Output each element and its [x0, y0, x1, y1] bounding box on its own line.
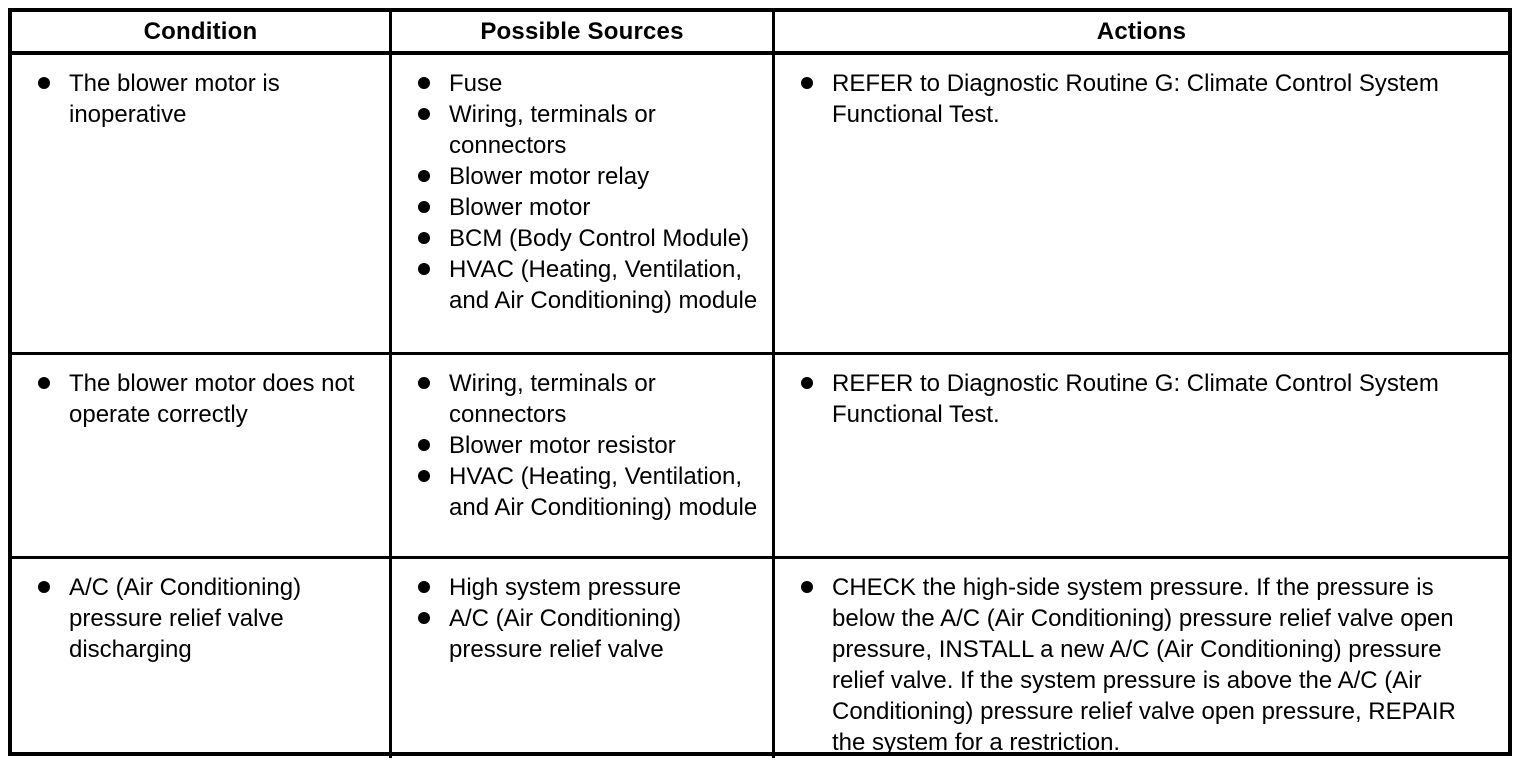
bullet-icon: [418, 263, 430, 275]
diagnostic-table: Condition Possible Sources Actions The b…: [8, 8, 1512, 758]
bullet-icon: [801, 581, 813, 593]
table-row: A/C (Air Conditioning) pressure relief v…: [12, 559, 1508, 758]
column-header-condition: Condition: [12, 12, 392, 51]
list-item-text: A/C (Air Conditioning) pressure relief v…: [69, 574, 302, 663]
bullet-icon: [801, 77, 813, 89]
column-header-actions: Actions: [1096, 17, 1187, 45]
column-header-possible-sources: Possible Sources: [392, 12, 775, 51]
list-item-text: A/C (Air Conditioning) pressure relief v…: [449, 605, 682, 663]
list-item-text: CHECK the high-side system pressure. If …: [832, 574, 1456, 756]
bullet-icon: [801, 377, 813, 389]
list-item-text: Wiring, terminals or connectors: [449, 101, 656, 159]
list-item: A/C (Air Conditioning) pressure relief v…: [38, 572, 389, 665]
list-item-text: Blower motor: [449, 194, 591, 221]
table-header-row: Condition Possible Sources Actions: [12, 12, 1508, 55]
list-item: HVAC (Heating, Ventilation, and Air Cond…: [418, 254, 772, 316]
list-item: REFER to Diagnostic Routine G: Climate C…: [801, 368, 1508, 430]
list-item-text: Fuse: [449, 70, 503, 97]
actions-cell: REFER to Diagnostic Routine G: Climate C…: [775, 55, 1508, 352]
bullet-icon: [418, 612, 430, 624]
list-item: High system pressure: [418, 572, 772, 603]
list-item: Wiring, terminals or connectors: [418, 99, 772, 161]
list-item: Blower motor: [418, 192, 772, 223]
list-item: Blower motor relay: [418, 161, 772, 192]
bullet-icon: [418, 108, 430, 120]
bullet-icon: [418, 439, 430, 451]
list-item-text: Blower motor relay: [449, 163, 650, 190]
actions-cell: CHECK the high-side system pressure. If …: [775, 559, 1508, 758]
bullet-icon: [38, 377, 50, 389]
list-item-text: BCM (Body Control Module): [449, 225, 750, 252]
sources-cell: High system pressure A/C (Air Conditioni…: [392, 559, 775, 758]
list-item-text: The blower motor does not operate correc…: [69, 370, 355, 428]
list-item: Blower motor resistor: [418, 430, 772, 461]
bullet-icon: [418, 201, 430, 213]
bullet-icon: [418, 232, 430, 244]
list-item-text: HVAC (Heating, Ventilation, and Air Cond…: [449, 463, 758, 521]
bullet-icon: [418, 470, 430, 482]
sources-cell: Wiring, terminals or connectors Blower m…: [392, 355, 775, 556]
list-item: A/C (Air Conditioning) pressure relief v…: [418, 603, 772, 665]
condition-cell: A/C (Air Conditioning) pressure relief v…: [12, 559, 392, 758]
list-item: Fuse: [418, 68, 772, 99]
list-item: HVAC (Heating, Ventilation, and Air Cond…: [418, 461, 772, 523]
table-row: The blower motor is inoperative Fuse Wir…: [12, 55, 1508, 355]
list-item-text: Blower motor resistor: [449, 432, 676, 459]
bullet-icon: [418, 77, 430, 89]
list-item-text: High system pressure: [449, 574, 682, 601]
list-item: CHECK the high-side system pressure. If …: [801, 572, 1508, 758]
bullet-icon: [418, 377, 430, 389]
bullet-icon: [38, 77, 50, 89]
sources-cell: Fuse Wiring, terminals or connectors Blo…: [392, 55, 775, 352]
list-item: The blower motor is inoperative: [38, 68, 389, 130]
table-row: The blower motor does not operate correc…: [12, 355, 1508, 559]
list-item: The blower motor does not operate correc…: [38, 368, 389, 430]
list-item-text: REFER to Diagnostic Routine G: Climate C…: [832, 370, 1439, 428]
bullet-icon: [418, 581, 430, 593]
list-item-text: HVAC (Heating, Ventilation, and Air Cond…: [449, 256, 758, 314]
condition-cell: The blower motor is inoperative: [12, 55, 392, 352]
actions-cell: REFER to Diagnostic Routine G: Climate C…: [775, 355, 1508, 556]
list-item: REFER to Diagnostic Routine G: Climate C…: [801, 68, 1508, 130]
list-item-text: The blower motor is inoperative: [69, 70, 280, 128]
bullet-icon: [418, 170, 430, 182]
list-item-text: REFER to Diagnostic Routine G: Climate C…: [832, 70, 1439, 128]
list-item-text: Wiring, terminals or connectors: [449, 370, 656, 428]
list-item: BCM (Body Control Module): [418, 223, 772, 254]
list-item: Wiring, terminals or connectors: [418, 368, 772, 430]
bullet-icon: [38, 581, 50, 593]
condition-cell: The blower motor does not operate correc…: [12, 355, 392, 556]
